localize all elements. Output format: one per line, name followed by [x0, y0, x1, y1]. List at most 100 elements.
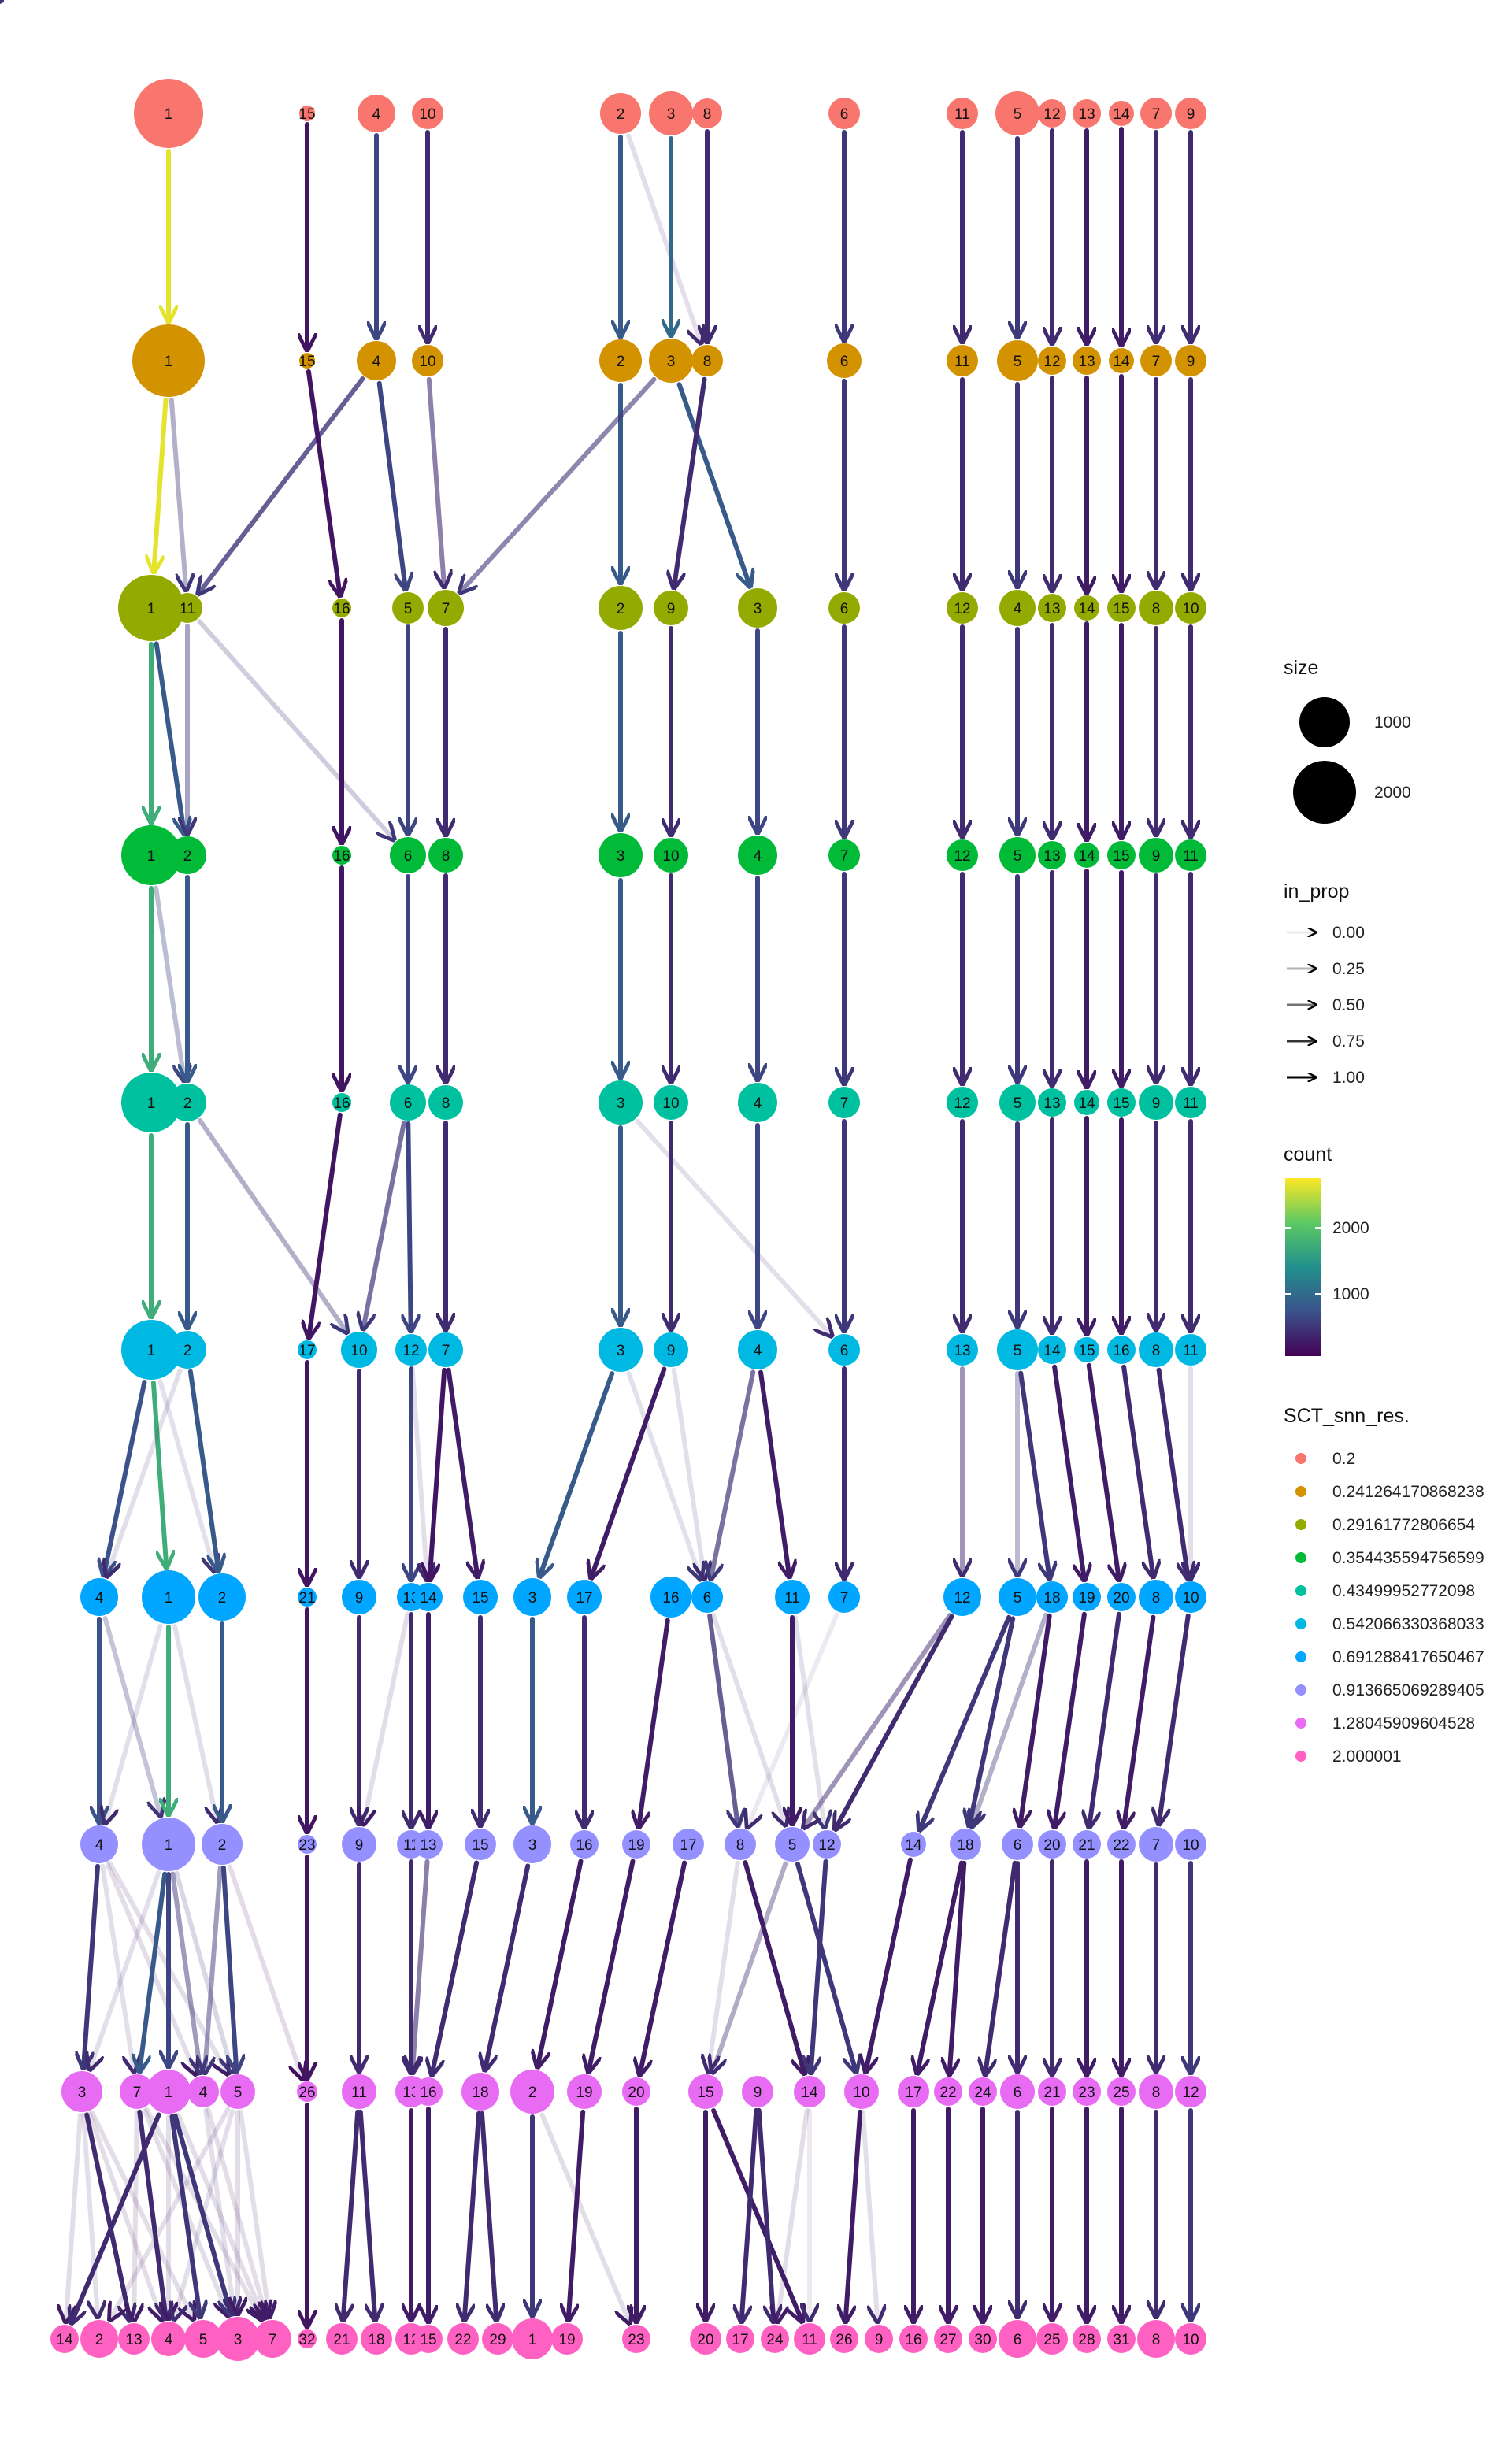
cluster-node-circle: [828, 592, 860, 624]
cluster-node-circle: [299, 353, 315, 369]
cluster-node-label: 19: [558, 2332, 575, 2348]
cluster-node-circle: [997, 1329, 1038, 1370]
cluster-node-circle: [598, 586, 643, 630]
cluster-node-circle: [947, 345, 978, 376]
cluster-node-label: 23: [628, 2332, 644, 2348]
cluster-node: 9: [1175, 345, 1206, 376]
edge-4-to-3: [203, 2107, 234, 2313]
cluster-node-label: 15: [472, 1837, 488, 1854]
cluster-node-circle: [999, 1084, 1036, 1121]
cluster-node: 22: [447, 2323, 479, 2355]
cluster-node-circle: [1140, 98, 1172, 129]
cluster-node: 2: [169, 1331, 206, 1369]
cluster-node: 1: [121, 1073, 181, 1132]
cluster-node: 5: [997, 1329, 1038, 1370]
cluster-node-circle: [447, 2323, 479, 2355]
cluster-node-circle: [1073, 347, 1101, 375]
cluster-node-label: 15: [298, 354, 315, 370]
cluster-node-label: 3: [78, 2085, 87, 2101]
cluster-node-circle: [332, 1093, 351, 1112]
cluster-node-label: 1: [147, 601, 156, 617]
count-legend-title: count: [1284, 1143, 1332, 1166]
edge-3-to-5: [90, 2110, 193, 2318]
cluster-node-label: 7: [133, 2085, 142, 2101]
cluster-node-label: 26: [298, 2085, 315, 2101]
cluster-node-label: 6: [840, 1343, 849, 1359]
cluster-node-label: 9: [1152, 1095, 1161, 1112]
edge-16-to-17: [309, 1112, 343, 1336]
cluster-node-label: 11: [802, 2332, 817, 2348]
cluster-node: 7: [254, 2320, 291, 2358]
cluster-node-label: 3: [754, 601, 762, 617]
cluster-node-label: 9: [667, 1343, 676, 1359]
cluster-node-label: 7: [1152, 106, 1161, 123]
cluster-node-label: 5: [1014, 106, 1022, 123]
cluster-node-label: 11: [954, 354, 970, 370]
cluster-node-circle: [50, 2325, 79, 2353]
cluster-node: 11: [947, 98, 978, 129]
edge-15-to-16: [306, 369, 340, 594]
cluster-node-label: 32: [298, 2332, 315, 2348]
cluster-node: 16: [332, 599, 351, 617]
cluster-node-circle: [724, 1829, 756, 1860]
edge-5-to-10: [795, 1862, 855, 2070]
edge-16-to-8: [1121, 1364, 1153, 1576]
cluster-node-label: 5: [199, 2332, 208, 2348]
res-legend-swatch: [1295, 1552, 1306, 1563]
cluster-node: 5: [392, 592, 424, 624]
cluster-node-label: 2: [218, 1590, 227, 1607]
cluster-node-circle: [220, 2074, 255, 2109]
edge-4-to-11: [199, 376, 365, 592]
cluster-node: 22: [1107, 1830, 1136, 1859]
cluster-node-label: 8: [703, 354, 712, 370]
cluster-node-circle: [1038, 1336, 1066, 1364]
cluster-node-circle: [794, 2323, 825, 2355]
edge-1-to-7: [176, 2112, 263, 2318]
cluster-node-label: 7: [840, 1590, 849, 1607]
cluster-node-circle: [654, 838, 688, 873]
cluster-node-circle: [132, 324, 205, 397]
edge-1-to-2: [172, 1624, 217, 1820]
cluster-node-label: 14: [420, 1590, 437, 1607]
res-legend-swatch: [1295, 1718, 1306, 1729]
cluster-node: 15: [688, 2074, 723, 2109]
cluster-node-circle: [997, 340, 1038, 381]
cluster-node-label: 8: [442, 1095, 450, 1112]
size-legend-swatch-2000: [1293, 761, 1356, 824]
cluster-node-label: 21: [298, 1590, 315, 1607]
cluster-node-circle: [1107, 1088, 1136, 1117]
edge-1-to-5: [169, 2114, 199, 2316]
cluster-node-circle: [567, 2074, 602, 2109]
cluster-node-label: 10: [662, 1095, 679, 1112]
cluster-node-label: 13: [954, 1343, 970, 1359]
cluster-node: 7: [828, 1581, 860, 1613]
cluster-node-circle: [600, 93, 641, 134]
cluster-node-circle: [118, 2323, 150, 2355]
cluster-node-label: 9: [355, 1590, 364, 1607]
cluster-node-label: 6: [1014, 1837, 1022, 1854]
cluster-node-label: 8: [1152, 1343, 1161, 1359]
cluster-node: 13: [118, 2323, 150, 2355]
cluster-node-circle: [692, 98, 722, 128]
cluster-node-circle: [361, 2323, 392, 2355]
edge-1-to-4: [170, 1871, 200, 2072]
cluster-node: 19: [1073, 1583, 1101, 1611]
cluster-node-circle: [738, 1330, 777, 1369]
cluster-node: 5: [995, 91, 1040, 135]
cluster-node-label: 19: [1078, 1590, 1095, 1607]
cluster-node: 2: [600, 93, 641, 134]
cluster-node-circle: [169, 1331, 206, 1369]
res-legend-title: SCT_snn_res.: [1284, 1405, 1410, 1427]
cluster-node-label: 21: [333, 2332, 350, 2348]
edge-1-to-2: [154, 885, 184, 1080]
cluster-node: 16: [899, 2325, 928, 2353]
cluster-node-label: 8: [442, 848, 450, 865]
cluster-node-circle: [1175, 592, 1206, 624]
cluster-node-label: 23: [1078, 2085, 1095, 2101]
cluster-node: 4: [151, 2322, 186, 2356]
cluster-node: 11: [794, 2323, 825, 2355]
cluster-node-label: 7: [269, 2332, 277, 2348]
cluster-node-label: 16: [420, 2085, 436, 2101]
edge-8-to-22: [1124, 1614, 1156, 1826]
cluster-node-circle: [1107, 594, 1136, 622]
